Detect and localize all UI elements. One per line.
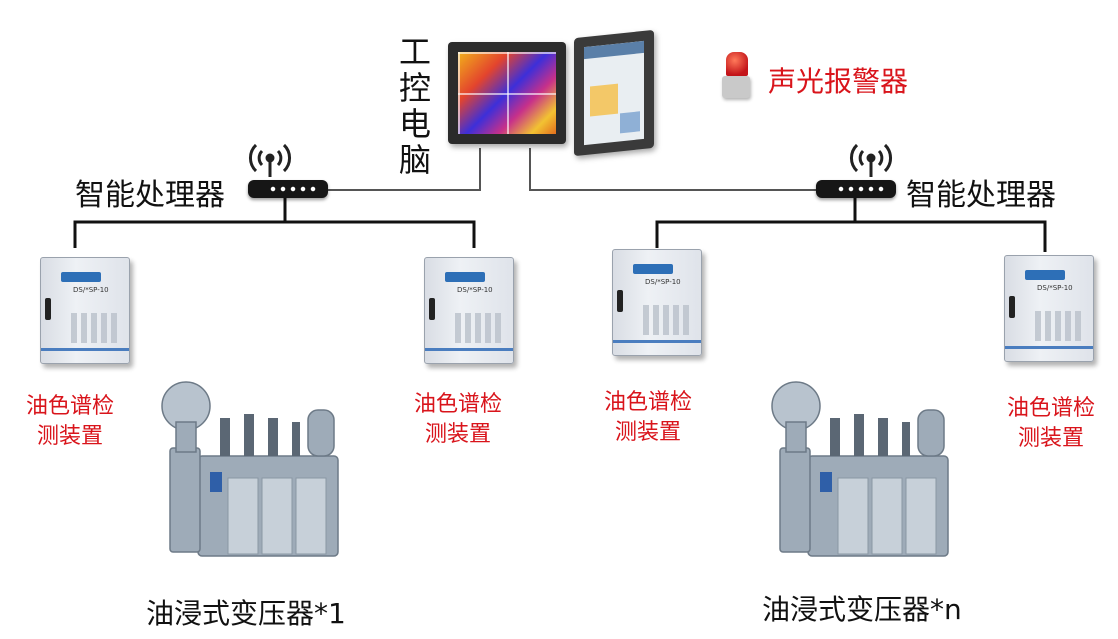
- detector-label: 油色谱检 测装置: [996, 394, 1106, 454]
- smart-processor-label: 智能处理器: [75, 178, 225, 213]
- detector-label-line: 测装置: [1017, 426, 1084, 451]
- detector-label-line: 油色谱检: [25, 394, 114, 419]
- detector-label-line: 测装置: [424, 422, 491, 447]
- oil-immersed-transformer-icon: [161, 381, 339, 557]
- smart-processor-router: [248, 180, 328, 198]
- pc-label-char: 电: [398, 105, 431, 143]
- alarm-label: 声光报警器: [768, 65, 909, 98]
- industrial-pc-monitor-thermal: [448, 42, 566, 144]
- link-left-bus: [73, 220, 476, 248]
- hmi-screen: [584, 40, 644, 146]
- audible-visual-alarm: [718, 52, 758, 102]
- detector-model: DS/*SP-10: [645, 278, 681, 286]
- link-right-bus: [655, 220, 1047, 252]
- smart-processor-label: 智能处理器: [906, 178, 1056, 213]
- detector-label: 油色谱检 测装置: [403, 390, 513, 450]
- detector-label: 油色谱检 测装置: [15, 392, 125, 452]
- smart-processor-router: [816, 180, 896, 198]
- detector-label-line: 油色谱检: [1006, 396, 1095, 421]
- wifi-icon: [249, 143, 291, 177]
- alarm-light-icon: [726, 52, 748, 76]
- oil-chromatography-detector: DS/*SP-10: [40, 257, 130, 364]
- pc-label-char: 脑: [398, 141, 431, 179]
- oil-chromatography-detector: DS/*SP-10: [612, 249, 702, 356]
- detector-model: DS/*SP-10: [1037, 284, 1073, 292]
- oil-chromatography-detector: DS/*SP-10: [424, 257, 514, 364]
- pc-label: 工 控 电 脑: [398, 34, 432, 178]
- industrial-pc-monitor-hmi: [574, 29, 654, 157]
- transformer-label: 油浸式变压器*n: [762, 593, 962, 626]
- detector-model: DS/*SP-10: [73, 286, 109, 294]
- link-pc-right-router: [529, 148, 816, 191]
- detector-label: 油色谱检 测装置: [593, 388, 703, 448]
- wifi-icon: [850, 143, 892, 177]
- link-pc-left-router: [328, 148, 481, 191]
- detector-label-line: 油色谱检: [603, 390, 692, 415]
- detector-model: DS/*SP-10: [457, 286, 493, 294]
- pc-label-char: 工: [398, 33, 431, 71]
- alarm-base-icon: [722, 76, 750, 98]
- detector-label-line: 油色谱检: [413, 392, 502, 417]
- detector-label-line: 测装置: [36, 424, 103, 449]
- pc-label-char: 控: [398, 69, 431, 107]
- oil-chromatography-detector: DS/*SP-10: [1004, 255, 1094, 362]
- oil-immersed-transformer-icon: [771, 381, 949, 557]
- detector-label-line: 测装置: [614, 420, 681, 445]
- thermal-screen: [458, 52, 556, 134]
- transformer-label: 油浸式变压器*1: [146, 597, 346, 630]
